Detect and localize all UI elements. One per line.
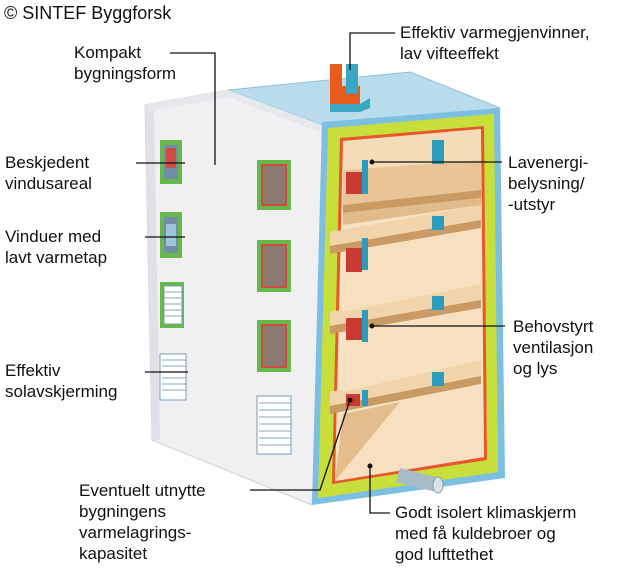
label-varmegjenvinner: Effektiv varmegjenvinner, lav vifteeffek… <box>400 22 590 64</box>
window-1-2 <box>257 160 291 210</box>
window-3-2 <box>257 320 291 372</box>
label-beskjedent-line-2: vindusareal <box>5 174 92 193</box>
label-vinduer: Vinduer med lavt varmetap <box>5 226 107 268</box>
right-window-reveals <box>432 140 444 386</box>
window-4-2 <box>256 395 292 455</box>
window-3-1 <box>160 282 184 328</box>
label-kompakt: Kompakt bygningsform <box>74 42 176 84</box>
window-4-1 <box>159 353 187 401</box>
label-lavenergi: Lavenergi- belysning/ -utstyr <box>508 152 588 215</box>
label-behovstyrt-line-2: ventilasjon <box>513 338 594 357</box>
label-vinduer-line-2: lavt varmetap <box>5 248 108 267</box>
label-solavskjerming-line-1: Effektiv <box>5 361 61 380</box>
label-behovstyrt-line-1: Behovstyrt <box>513 317 594 336</box>
label-varmegjenvinner-line-1: Effektiv varmegjenvinner, <box>400 23 590 42</box>
label-kompakt-line-1: Kompakt <box>74 43 142 62</box>
label-eventuelt-line-2: bygningens <box>79 502 166 521</box>
window-2-2 <box>257 240 291 292</box>
ground-pipe <box>396 468 444 494</box>
floor-slab-1 <box>343 129 481 213</box>
window-2-1 <box>160 212 182 258</box>
label-beskjedent-line-1: Beskjedent <box>5 153 90 172</box>
label-eventuelt-line-3: varmelagrings- <box>79 523 192 542</box>
copyright-text: © SINTEF Byggforsk <box>4 3 172 23</box>
label-eventuelt-line-4: kapasitet <box>79 544 148 563</box>
label-behovstyrt: Behovstyrt ventilasjon og lys <box>513 316 593 379</box>
label-eventuelt-line-1: Eventuelt utnytte <box>79 481 206 500</box>
ventilation-unit-floor-2 <box>346 238 368 272</box>
heat-exchanger-duct <box>330 64 370 112</box>
side-wall-shade <box>145 105 160 440</box>
label-kompakt-line-2: bygningsform <box>74 64 177 83</box>
label-beskjedent: Beskjedent vindusareal <box>5 152 92 194</box>
ventilation-unit-floor-3 <box>346 310 368 342</box>
label-isolert-line-1: Godt isolert klimaskjerm <box>395 503 577 522</box>
label-lavenergi-line-1: Lavenergi- <box>508 153 589 172</box>
label-solavskjerming: Effektiv solavskjerming <box>5 360 117 402</box>
label-eventuelt: Eventuelt utnytte bygningens varmelagrin… <box>79 480 206 564</box>
window-1-1 <box>160 140 182 184</box>
label-behovstyrt-line-3: og lys <box>513 359 558 378</box>
label-isolert-line-3: god lufttethet <box>395 545 494 564</box>
label-isolert: Godt isolert klimaskjerm med få kuldebro… <box>395 502 576 565</box>
label-solavskjerming-line-2: solavskjerming <box>5 382 118 401</box>
label-isolert-line-2: med få kuldebroer og <box>395 524 556 543</box>
ventilation-unit-floor-1 <box>346 160 368 194</box>
label-lavenergi-line-2: belysning/ <box>508 174 585 193</box>
label-varmegjenvinner-line-2: lav vifteeffekt <box>400 44 499 63</box>
label-vinduer-line-1: Vinduer med <box>5 227 102 246</box>
floor-bottom <box>335 384 484 481</box>
label-lavenergi-line-3: -utstyr <box>508 195 556 214</box>
